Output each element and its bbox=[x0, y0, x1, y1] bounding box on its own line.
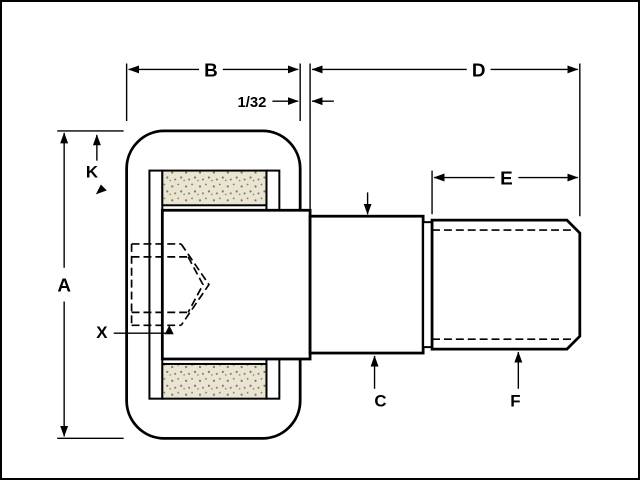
corner-arrow bbox=[95, 184, 107, 195]
hex-socket-hidden-lines bbox=[130, 243, 210, 327]
stud bbox=[308, 214, 582, 355]
dim-label-offset: 1/32 bbox=[238, 95, 267, 111]
roller-assembly bbox=[125, 129, 312, 440]
socket-point-inner bbox=[187, 256, 204, 313]
dim-label-e: E bbox=[500, 167, 513, 188]
dimension-k: K bbox=[86, 134, 107, 195]
dim-label-x: X bbox=[96, 323, 108, 342]
threaded-section bbox=[430, 218, 582, 351]
needle-bearing-top bbox=[161, 169, 268, 207]
dimension-x: X bbox=[96, 323, 174, 342]
dimension-a: A bbox=[57, 130, 124, 440]
dim-label-c: C bbox=[374, 392, 386, 411]
dimension-c: C bbox=[363, 192, 387, 411]
end-washer-left bbox=[148, 169, 164, 400]
dim-label-a: A bbox=[57, 275, 71, 296]
dimension-e: E bbox=[431, 167, 579, 215]
stud-head-inner-race bbox=[160, 208, 312, 361]
dimension-b: B bbox=[125, 59, 299, 121]
stud-pilot bbox=[308, 214, 425, 355]
needle-bearing-bottom bbox=[161, 362, 268, 400]
dimension-d: D bbox=[311, 59, 581, 217]
dim-label-d: D bbox=[472, 59, 486, 80]
dim-label-b: B bbox=[204, 59, 218, 80]
socket-point-outer bbox=[180, 243, 210, 326]
dimension-f: F bbox=[510, 351, 523, 411]
dim-label-k: K bbox=[86, 163, 98, 182]
leader-arrow-up bbox=[164, 325, 174, 335]
dim-label-f: F bbox=[510, 392, 520, 411]
dimension-offset-1-32: 1/32 bbox=[238, 63, 334, 213]
